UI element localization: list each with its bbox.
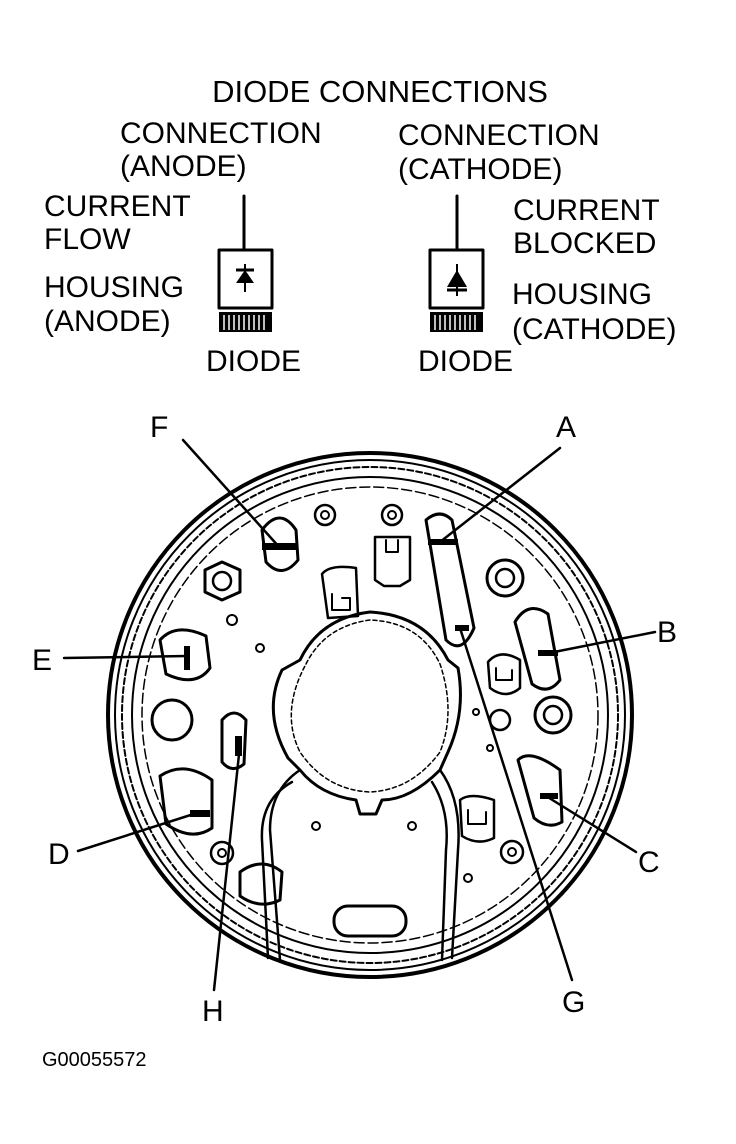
current-blocked-label-line1: CURRENT (513, 194, 660, 227)
figure-code: G00055572 (42, 1049, 147, 1071)
diagram-title: DIODE CONNECTIONS (212, 74, 548, 109)
anode-diode-symbol (217, 194, 274, 332)
rectifier-end-plate (106, 451, 634, 979)
callout-f: F (150, 411, 168, 444)
left-housing-type-label: (ANODE) (44, 305, 171, 338)
callout-c: C (638, 846, 660, 879)
callout-a: A (556, 411, 576, 444)
left-connection-label: CONNECTION (120, 117, 322, 150)
current-blocked-label-line2: BLOCKED (513, 227, 656, 260)
current-flow-label-line2: FLOW (44, 223, 131, 256)
right-housing-type-label: (CATHODE) (512, 313, 676, 346)
callout-leader-lines (62, 438, 657, 992)
callout-e: E (32, 644, 52, 677)
callout-g: G (562, 986, 585, 1019)
right-housing-label: HOUSING (512, 278, 652, 311)
callout-d: D (48, 838, 70, 871)
left-connection-type-label: (ANODE) (120, 150, 247, 183)
callout-h: H (202, 995, 224, 1028)
right-connection-label: CONNECTION (398, 119, 600, 152)
right-diode-caption: DIODE (418, 345, 513, 378)
cathode-diode-symbol (428, 194, 485, 332)
left-housing-label: HOUSING (44, 271, 184, 304)
right-connection-type-label: (CATHODE) (398, 153, 562, 186)
current-flow-label-line1: CURRENT (44, 190, 191, 223)
left-diode-caption: DIODE (206, 345, 301, 378)
callout-b: B (657, 616, 677, 649)
